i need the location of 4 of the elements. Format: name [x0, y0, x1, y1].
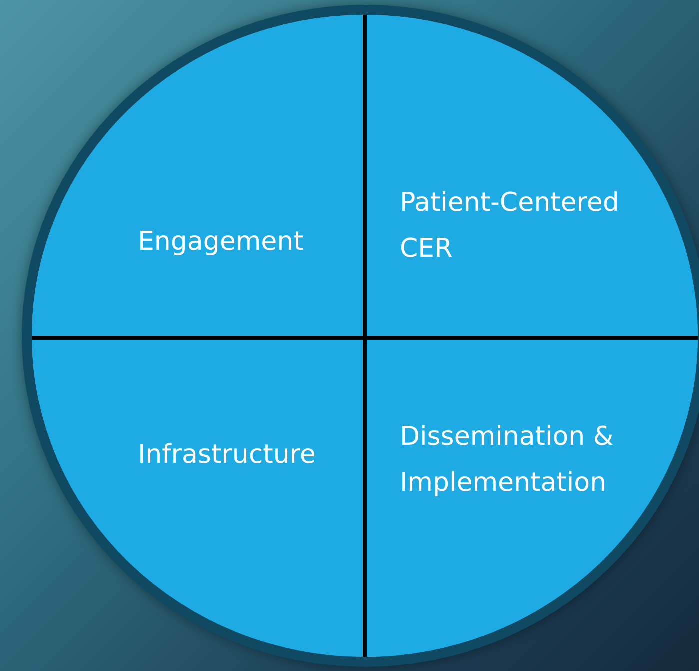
quadrant-label: Patient-Centered CER: [400, 187, 620, 266]
quadrant-label: Engagement: [138, 226, 305, 259]
quadrant-label: Dissemination & Implementation: [400, 421, 615, 500]
quadrant-label: Infrastructure: [138, 439, 317, 472]
